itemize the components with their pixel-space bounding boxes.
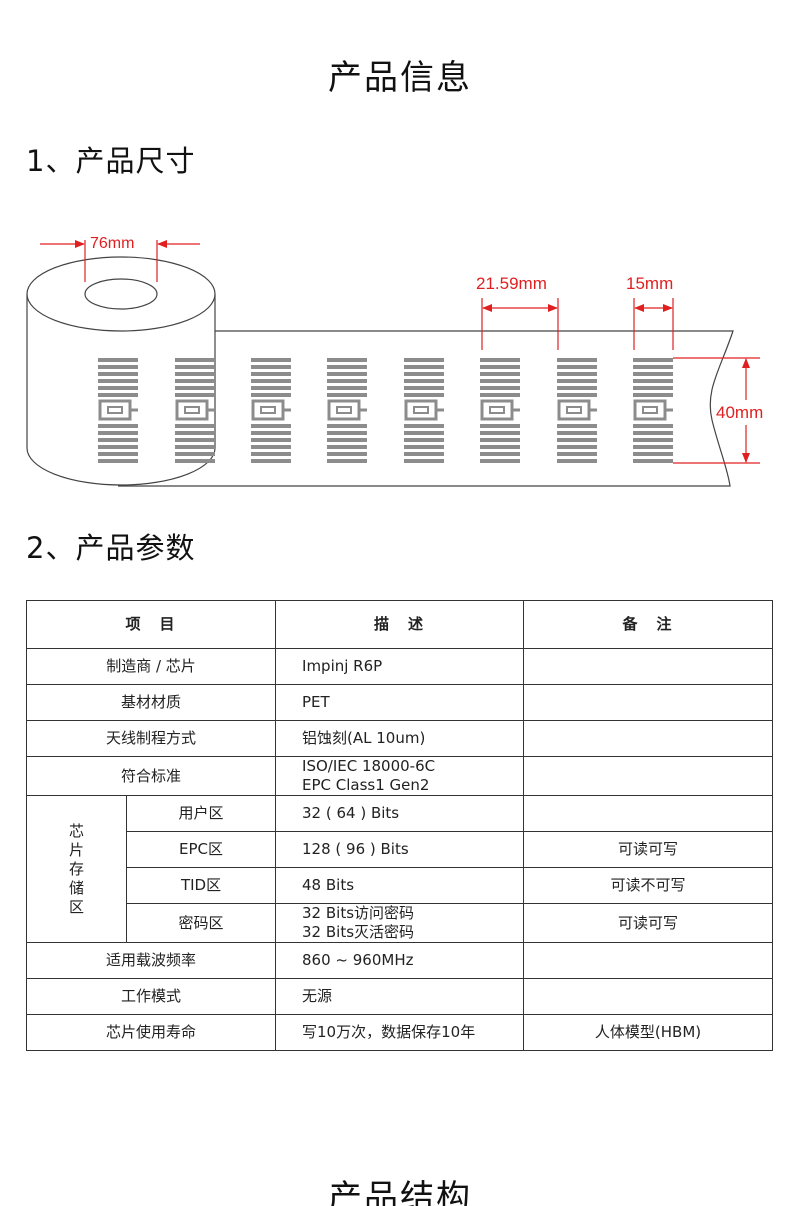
label-roll-diagram: 76mm 21.59mm 15mm 40mm [26, 235, 763, 487]
row-note [523, 978, 774, 1015]
table-row: 符合标准 ISO/IEC 18000-6C EPC Class1 Gen2 [25, 756, 774, 796]
page-title-structure: 产品结构 [328, 1178, 472, 1206]
core-dimension-label: 76mm [90, 235, 134, 252]
width-dimension [633, 298, 674, 350]
row-desc-line: ISO/IEC 18000-6C [302, 757, 436, 775]
table-row: 天线制程方式 铝蚀刻(AL 10um) [25, 720, 774, 757]
row-desc: 32 Bits访问密码 32 Bits灭活密码 [275, 903, 525, 943]
row-note [523, 720, 774, 757]
header-item: 项 目 [25, 600, 277, 649]
row-note [523, 684, 774, 721]
row-desc: 48 Bits [275, 867, 525, 904]
row-label: 基材材质 [25, 684, 277, 721]
header-description: 描 述 [275, 600, 525, 649]
table-row: 工作模式 无源 [25, 978, 774, 1015]
table-row: 适用载波频率 860 ~ 960MHz [25, 942, 774, 979]
row-label: EPC区 [125, 831, 277, 868]
row-note [523, 756, 774, 796]
page-title: 产品信息 [328, 58, 472, 98]
row-note: 可读可写 [523, 903, 774, 943]
memory-group-label: 芯片存储区 [26, 795, 127, 943]
memory-group-text: 芯片存储区 [68, 821, 84, 916]
table-row: 芯片存储区 用户区 32 ( 64 ) Bits [26, 795, 774, 943]
row-label: 符合标准 [25, 756, 277, 796]
row-note [523, 795, 774, 832]
parameter-table: 项 目 描 述 备 注 制造商 / 芯片 Impinj R6P 基材材质 PET… [25, 600, 774, 1051]
row-desc-line: EPC Class1 Gen2 [302, 776, 430, 794]
row-note: 可读不可写 [523, 867, 774, 904]
row-label: 适用载波频率 [25, 942, 277, 979]
table-row: 芯片使用寿命 写10万次，数据保存10年 人体模型(HBM) [25, 1014, 774, 1051]
table-row: 制造商 / 芯片 Impinj R6P [25, 648, 774, 685]
section-title-size: 1、产品尺寸 [26, 144, 196, 178]
row-desc: 写10万次，数据保存10年 [275, 1014, 525, 1051]
table-header-row: 项 目 描 述 备 注 [25, 600, 774, 649]
height-dimension-label: 40mm [716, 403, 763, 422]
pitch-dimension [481, 298, 559, 350]
row-desc-line: 32 Bits访问密码 [302, 904, 415, 922]
row-label: TID区 [125, 867, 277, 904]
row-desc: 铝蚀刻(AL 10um) [275, 720, 525, 757]
row-desc: ISO/IEC 18000-6C EPC Class1 Gen2 [275, 756, 525, 796]
row-label: 工作模式 [25, 978, 277, 1015]
row-desc: 860 ~ 960MHz [275, 942, 525, 979]
row-desc: Impinj R6P [275, 648, 525, 685]
row-note [523, 648, 774, 685]
table-row: 基材材质 PET [25, 684, 774, 721]
row-label: 密码区 [125, 903, 277, 943]
row-note: 人体模型(HBM) [523, 1014, 774, 1051]
row-note: 可读可写 [523, 831, 774, 868]
width-dimension-label: 15mm [626, 274, 673, 293]
row-label: 芯片使用寿命 [25, 1014, 277, 1051]
row-desc-line: 32 Bits灭活密码 [302, 923, 415, 941]
row-desc: 无源 [275, 978, 525, 1015]
row-note [523, 942, 774, 979]
row-desc: PET [275, 684, 525, 721]
row-desc: 128 ( 96 ) Bits [275, 831, 525, 868]
table-row: 密码区 32 Bits访问密码 32 Bits灭活密码 可读可写 [27, 903, 774, 943]
row-label: 制造商 / 芯片 [25, 648, 277, 685]
pitch-dimension-label: 21.59mm [476, 274, 547, 293]
row-label: 用户区 [125, 795, 277, 832]
height-dimension [673, 357, 760, 464]
row-desc: 32 ( 64 ) Bits [275, 795, 525, 832]
core-dimension [40, 240, 200, 282]
section-title-params: 2、产品参数 [26, 531, 196, 565]
row-label: 天线制程方式 [25, 720, 277, 757]
header-notes: 备 注 [523, 600, 774, 649]
roll-core [84, 278, 158, 310]
table-row: TID区 48 Bits 可读不可写 [27, 867, 774, 904]
table-row: EPC区 128 ( 96 ) Bits 可读可写 [27, 831, 774, 868]
